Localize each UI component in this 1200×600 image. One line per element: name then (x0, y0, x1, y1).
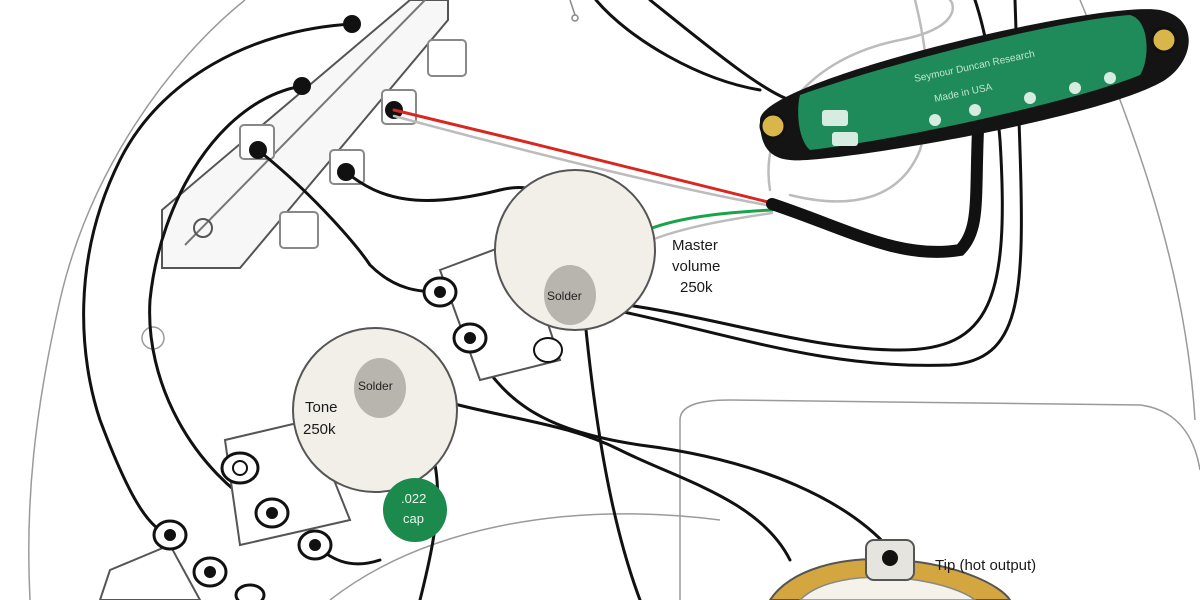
master-volume-pot: Solder (422, 169, 656, 382)
capacitor-value: .022 (401, 491, 426, 506)
wire-black (594, 0, 762, 92)
pot-lugs (422, 276, 563, 363)
master-solder-label: Solder (547, 289, 582, 303)
master-volume-label-line-2: volume (672, 258, 720, 275)
pickup-screw-right (1150, 26, 1178, 54)
capacitor-unit: cap (403, 511, 424, 526)
pcb-pad (929, 114, 941, 126)
pot-bracket (98, 543, 202, 600)
pickup-pcb (798, 15, 1147, 150)
wire-black (82, 22, 354, 537)
tone-pot: Solder Tone 250k (220, 327, 458, 561)
pot-lug-hole (266, 507, 278, 519)
pot-lug (533, 337, 563, 363)
pot-lug-hole (164, 529, 176, 541)
pickguard-lower-curve (329, 513, 721, 600)
selector-switch (161, 0, 467, 269)
master-volume-label: Master volume 250k (672, 237, 720, 296)
wire-black (588, 0, 1023, 367)
wire-black (256, 148, 442, 294)
capacitor: .022 cap (383, 478, 447, 542)
second-volume-pot-lugs (98, 519, 266, 600)
pickguard-cavity-outline (679, 399, 1200, 600)
solder-spot (354, 358, 406, 418)
jack-tip-lug-hole (882, 550, 898, 566)
wire-red (392, 108, 774, 205)
master-volume-label-line-3: 250k (680, 279, 713, 296)
pickup-pads (822, 72, 1116, 146)
pot-lug-hole (309, 539, 321, 551)
pot-lug-hole (232, 460, 248, 476)
pot-lug-hole (204, 566, 216, 578)
master-volume-label-line-1: Master (672, 237, 718, 254)
pot-lugs (220, 451, 333, 561)
tip-output-label: Tip (hot output) (935, 557, 1036, 574)
pcb-pad (1024, 92, 1036, 104)
pot-lug-hole (434, 286, 446, 298)
ground-line (569, 0, 576, 16)
pot-lug-hole (464, 332, 476, 344)
pickup-cable (766, 124, 984, 258)
switch-tab (279, 211, 319, 249)
capacitor-body (383, 478, 447, 542)
switch-body (161, 0, 449, 269)
pcb-pad (832, 132, 858, 146)
wire-white (788, 0, 929, 203)
tone-solder-label: Solder (358, 379, 393, 393)
ground-symbol (569, 0, 579, 22)
switch-mount-hole (193, 218, 213, 238)
switch-rail (184, 0, 426, 246)
tone-label-line-1: Tone (305, 399, 338, 416)
wire-black (468, 338, 897, 557)
pot-lug (234, 583, 266, 600)
pcb-pad (1104, 72, 1116, 84)
pickguard-left-edge (28, 0, 246, 600)
switch-tab (427, 39, 467, 77)
tone-label-line-2: 250k (303, 421, 336, 438)
pcb-pad (1069, 82, 1081, 94)
pickup: Seymour Duncan Research Made in USA (759, 9, 1189, 161)
wire-black (403, 388, 792, 562)
output-jack (768, 539, 1012, 600)
pcb-pad (969, 104, 981, 116)
wire-black (648, 0, 792, 102)
pickup-screw-left (759, 112, 787, 140)
solder-spot (544, 265, 596, 325)
ground-dot (571, 14, 579, 22)
pot-body (494, 169, 656, 331)
switch-tabs (239, 39, 467, 249)
wire-black (148, 84, 304, 517)
pcb-pad (822, 110, 848, 126)
wire-white (392, 114, 774, 208)
wire-black (583, 318, 642, 600)
